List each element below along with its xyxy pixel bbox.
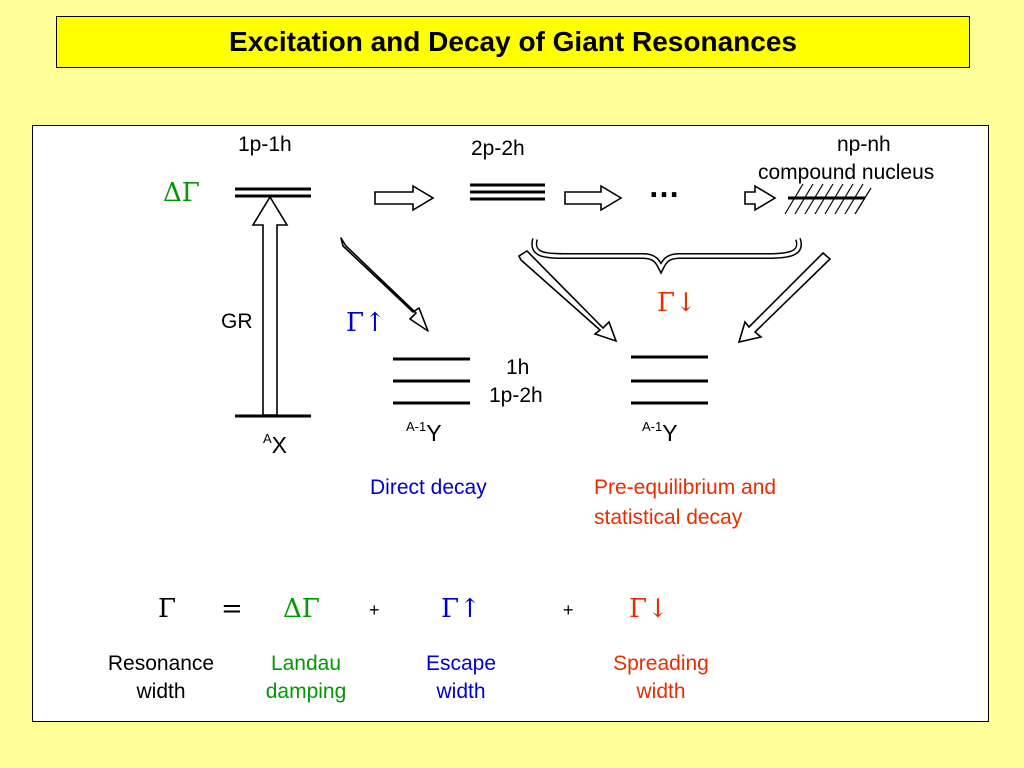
- label-2p2h: 2p-2h: [471, 137, 525, 160]
- page-title: Excitation and Decay of Giant Resonances: [229, 26, 797, 57]
- pre-eq-label-line2: statistical decay: [594, 506, 743, 529]
- residual-nucleus-left: A-1Y: [406, 419, 442, 447]
- target-nucleus: AX: [263, 431, 287, 459]
- legend-resonance-line1: Resonance: [107, 652, 215, 675]
- arrow-2p2h-to-dots: [564, 184, 623, 212]
- delta-gamma-label: ΔΓ: [163, 178, 200, 208]
- ellipsis: …: [648, 168, 680, 204]
- gamma-up-label: Γ↑: [346, 308, 386, 338]
- residual-right-sup: A-1: [642, 419, 663, 434]
- gr-label: GR: [221, 310, 253, 333]
- arrow-1p1h-to-2p2h: [374, 184, 435, 212]
- direct-decay-label: Direct decay: [370, 476, 487, 499]
- label-1p2h: 1p-2h: [489, 384, 543, 407]
- eq-plus-1: +: [369, 600, 380, 620]
- legend-landau-line1: Landau: [270, 652, 342, 675]
- eq-gamma: Γ: [158, 594, 177, 624]
- residual-nucleus-right: A-1Y: [642, 419, 678, 447]
- eq-gamma-down: Γ↓: [629, 594, 669, 624]
- curly-brace: [531, 238, 802, 275]
- target-symbol: X: [271, 432, 288, 458]
- title-bar: Excitation and Decay of Giant Resonances: [56, 16, 970, 68]
- legend-resonance-width: Resonance width: [91, 652, 231, 704]
- residual-left-symbol: Y: [426, 420, 442, 446]
- label-1h: 1h: [506, 356, 530, 379]
- residual-left-sup: A-1: [406, 419, 427, 434]
- eq-gamma-up: Γ↑: [441, 594, 481, 624]
- direct-decay-arrow: [340, 237, 429, 332]
- label-1p1h: 1p-1h: [238, 133, 292, 156]
- legend-resonance-line2: width: [136, 680, 186, 703]
- pre-eq-arrow-right: [737, 251, 832, 344]
- gamma-down-label: Γ↓: [657, 288, 697, 318]
- pre-eq-arrow-left: [517, 249, 618, 343]
- legend-escape-line1: Escape: [425, 652, 497, 675]
- diagram-panel: 1p-1h 2p-2h np-nh compound nucleus … ΔΓ …: [32, 125, 989, 722]
- legend-landau-damping: Landau damping: [241, 652, 371, 704]
- eq-equals: =: [221, 594, 243, 624]
- label-npnh: np-nh: [837, 133, 891, 156]
- eq-delta-gamma: ΔΓ: [283, 594, 320, 624]
- legend-spreading-line1: Spreading: [613, 652, 709, 675]
- legend-escape-width: Escape width: [396, 652, 526, 704]
- legend-spreading-line2: width: [636, 680, 686, 703]
- legend-escape-line2: width: [436, 680, 486, 703]
- pre-eq-label-line1: Pre-equilibrium and: [594, 476, 777, 499]
- gr-excitation-arrow: [251, 195, 289, 416]
- target-mass-sup: A: [263, 431, 272, 446]
- decay-diagram: [235, 183, 872, 418]
- residual-right-symbol: Y: [662, 420, 678, 446]
- arrow-dots-to-npnh: [744, 184, 777, 212]
- eq-plus-2: +: [563, 600, 574, 620]
- hatching: [784, 183, 872, 215]
- legend-spreading-width: Spreading width: [591, 652, 731, 704]
- label-compound-nucleus: compound nucleus: [758, 161, 935, 184]
- legend-landau-line2: damping: [265, 680, 347, 703]
